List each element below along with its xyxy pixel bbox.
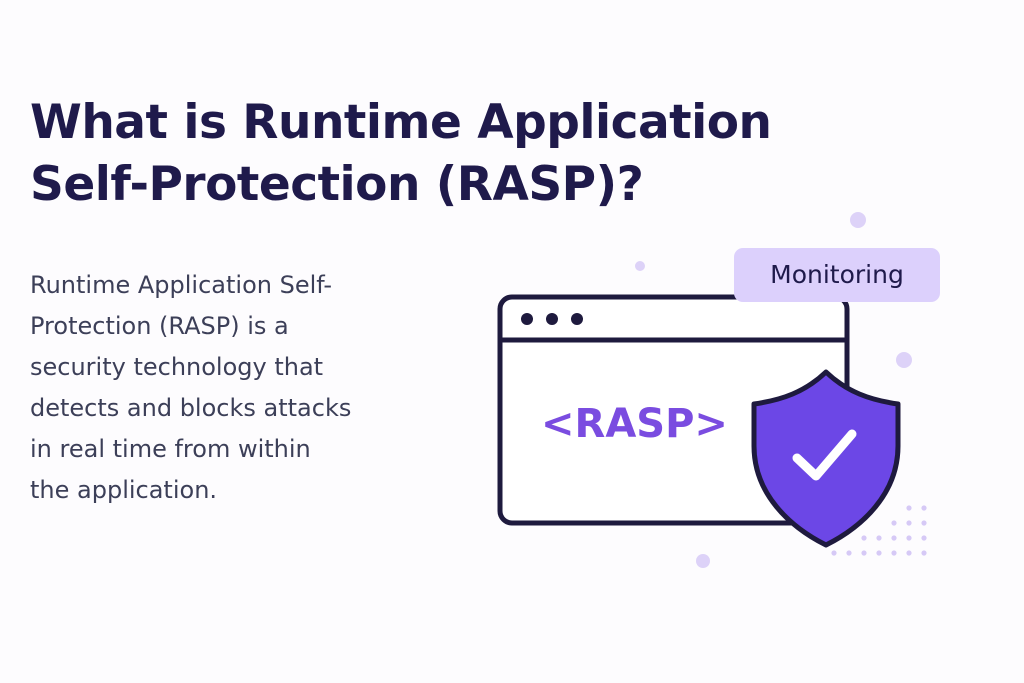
description-line: in real time from within (30, 435, 311, 463)
shield-check-icon (751, 369, 901, 548)
decor-dot (696, 554, 710, 568)
dot-grid-decor (831, 505, 927, 556)
decor-dot (635, 261, 645, 271)
decor-dot (850, 212, 866, 228)
description-line: the application. (30, 476, 218, 504)
description-line: security technology that (30, 353, 324, 381)
monitoring-badge: Monitoring (734, 248, 940, 302)
title-line-1: What is Runtime Application (30, 95, 772, 150)
page-title: What is Runtime Application Self-Protect… (30, 92, 772, 216)
description-line: Runtime Application Self- (30, 271, 333, 299)
rasp-code-label: <RASP> (541, 401, 728, 447)
decor-dot (896, 352, 912, 368)
description-line: Protection (RASP) is a (30, 312, 289, 340)
description-line: detects and blocks attacks (30, 394, 352, 422)
title-line-2: Self-Protection (RASP)? (30, 157, 644, 212)
description: Runtime Application Self- Protection (RA… (30, 265, 351, 511)
